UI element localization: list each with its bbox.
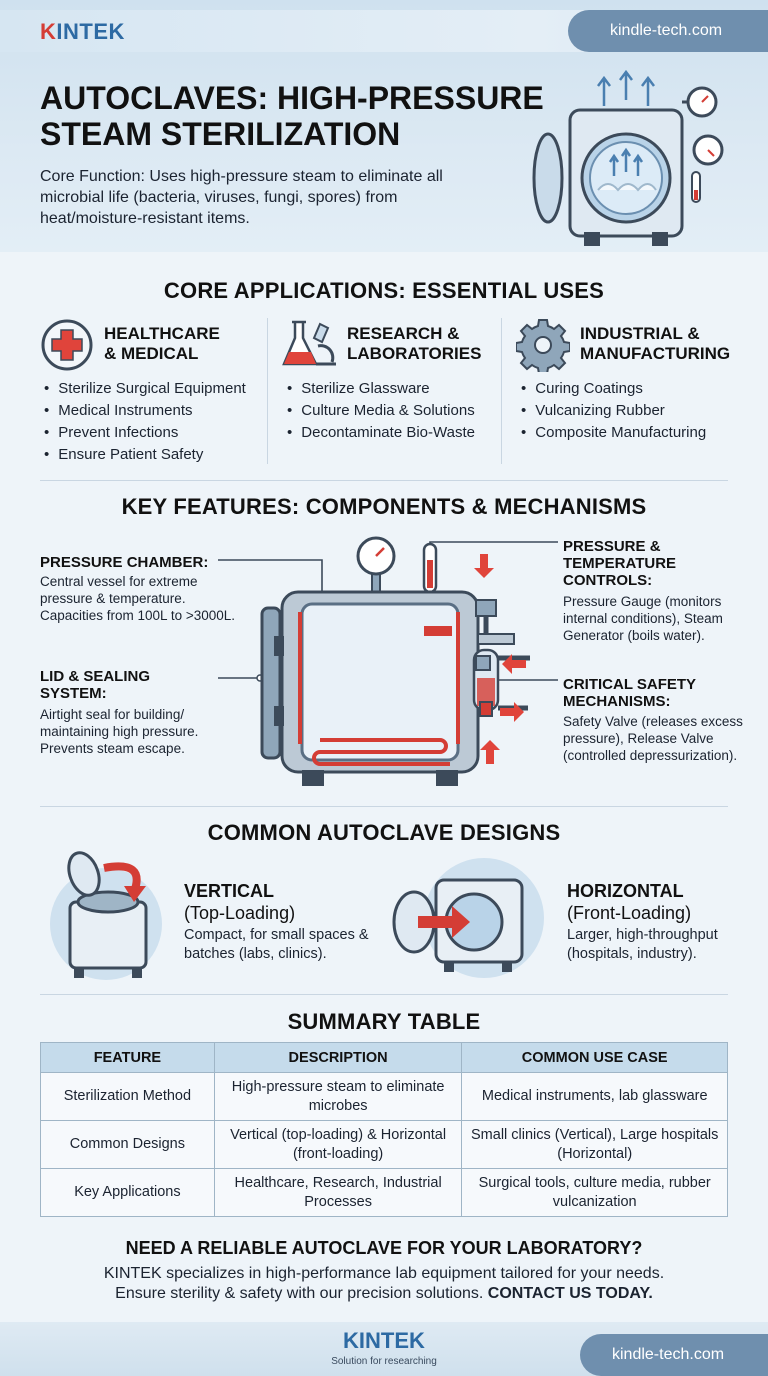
designs-title: COMMON AUTOCLAVE DESIGNS <box>207 820 561 845</box>
table-header: DESCRIPTION <box>213 1042 463 1073</box>
industrial-heading: INDUSTRIAL & MANUFACTURING <box>580 324 730 364</box>
safety-title: CRITICAL SAFETY MECHANISMS: <box>563 676 696 710</box>
horizontal-autoclave-icon <box>392 858 544 978</box>
vertical-name: VERTICAL <box>184 881 274 901</box>
features-title: KEY FEATURES: COMPONENTS & MECHANISMS <box>121 494 647 519</box>
gear-icon <box>516 319 570 372</box>
lid-sealing-title: LID & SEALING SYSTEM: <box>40 668 151 702</box>
table-row: Key Applications Healthcare, Research, I… <box>40 1168 728 1217</box>
table-cell: Medical instruments, lab glassware <box>461 1072 728 1121</box>
pressure-chamber-text: Central vessel for extreme pressure & te… <box>40 574 235 623</box>
list-item: Medical Instruments <box>44 400 246 422</box>
vertical-autoclave-icon <box>50 851 162 980</box>
safety-text: Safety Valve (releases excess pressure),… <box>563 714 743 763</box>
list-item: Vulcanizing Rubber <box>521 400 706 422</box>
table-cell: Healthcare, Research, Industrial Process… <box>213 1168 463 1217</box>
medical-cross-icon <box>41 319 93 371</box>
cta-line-2: Ensure sterility & safety with our preci… <box>115 1285 484 1302</box>
summary-title: SUMMARY TABLE <box>287 1009 481 1034</box>
table-cell: High-pressure steam to eliminate microbe… <box>213 1072 463 1121</box>
research-heading: RESEARCH & LABORATORIES <box>347 324 481 364</box>
vertical-subtitle: (Top-Loading) <box>184 903 296 923</box>
horizontal-title: HORIZONTAL (Front-Loading) <box>567 880 691 924</box>
section-divider <box>40 806 728 807</box>
site-link[interactable]: kindle-tech.com <box>568 10 768 52</box>
intro-text: Core Function: Uses high-pressure steam … <box>40 168 443 227</box>
vertical-title: VERTICAL (Top-Loading) <box>184 880 295 924</box>
list-item: Sterilize Surgical Equipment <box>44 378 246 400</box>
column-divider <box>501 318 502 464</box>
footer-tagline: Solution for researching <box>331 1356 437 1367</box>
pressure-chamber-title: PRESSURE CHAMBER: <box>40 554 209 571</box>
logo-k: K <box>40 19 57 44</box>
table-cell: Small clinics (Vertical), Large hospital… <box>461 1120 728 1169</box>
section-divider <box>40 994 728 995</box>
lab-flask-microscope-icon <box>282 320 336 366</box>
horizontal-text: Larger, high-throughput (hospitals, indu… <box>567 927 718 962</box>
healthcare-heading-line-1: HEALTHCARE <box>104 324 220 343</box>
table-cell: Surgical tools, culture media, rubber vu… <box>461 1168 728 1217</box>
controls-title: PRESSURE & TEMPERATURE CONTROLS: <box>563 538 677 589</box>
table-header: FEATURE <box>40 1042 215 1073</box>
research-list: Sterilize Glassware Culture Media & Solu… <box>287 378 475 444</box>
autoclave-hero-icon <box>532 69 724 246</box>
contact-link[interactable]: CONTACT US TODAY. <box>487 1285 653 1302</box>
table-cell: Sterilization Method <box>40 1072 215 1121</box>
list-item: Culture Media & Solutions <box>287 400 475 422</box>
footer-logo[interactable]: KINTEK <box>343 1328 425 1353</box>
list-item: Sterilize Glassware <box>287 378 475 400</box>
healthcare-list: Sterilize Surgical Equipment Medical Ins… <box>44 378 246 466</box>
cta-text: KINTEK specializes in high-performance l… <box>0 1264 768 1304</box>
column-divider <box>267 318 268 464</box>
title-line-2: STEAM STERILIZATION <box>40 116 401 152</box>
title-line-1: AUTOCLAVES: HIGH-PRESSURE <box>40 80 544 116</box>
industrial-heading-line-1: INDUSTRIAL & <box>580 324 700 343</box>
table-header-row: FEATURE DESCRIPTION COMMON USE CASE <box>40 1042 728 1073</box>
logo-rest: INTEK <box>56 19 125 44</box>
page-title: AUTOCLAVES: HIGH-PRESSURE STEAM STERILIZ… <box>40 80 560 152</box>
research-heading-line-1: RESEARCH & <box>347 324 460 343</box>
horizontal-name: HORIZONTAL <box>567 881 684 901</box>
list-item: Prevent Infections <box>44 422 246 444</box>
healthcare-heading: HEALTHCARE & MEDICAL <box>104 324 220 364</box>
list-item: Curing Coatings <box>521 378 706 400</box>
cta-line-1: KINTEK specializes in high-performance l… <box>103 1265 665 1282</box>
horizontal-subtitle: (Front-Loading) <box>567 903 692 923</box>
industrial-heading-line-2: MANUFACTURING <box>580 344 731 363</box>
table-cell: Key Applications <box>40 1168 215 1217</box>
list-item: Composite Manufacturing <box>521 422 706 444</box>
kintek-logo[interactable]: KINTEK <box>40 19 125 45</box>
cta-title: NEED A RELIABLE AUTOCLAVE FOR YOUR LABOR… <box>125 1238 643 1258</box>
list-item: Ensure Patient Safety <box>44 444 246 466</box>
industrial-list: Curing Coatings Vulcanizing Rubber Compo… <box>521 378 706 444</box>
controls-text: Pressure Gauge (monitors internal condit… <box>563 594 723 643</box>
research-heading-line-2: LABORATORIES <box>347 344 482 363</box>
applications-title: CORE APPLICATIONS: ESSENTIAL USES <box>163 278 605 303</box>
table-row: Common Designs Vertical (top-loading) & … <box>40 1120 728 1169</box>
table-header: COMMON USE CASE <box>461 1042 728 1073</box>
autoclave-diagram <box>218 536 558 786</box>
vertical-text: Compact, for small spaces & batches (lab… <box>184 927 369 962</box>
table-cell: Vertical (top-loading) & Horizontal (fro… <box>213 1120 463 1169</box>
table-row: Sterilization Method High-pressure steam… <box>40 1072 728 1121</box>
lid-sealing-text: Airtight seal for building/ maintaining … <box>40 707 199 756</box>
summary-table: FEATURE DESCRIPTION COMMON USE CASE Ster… <box>40 1042 728 1217</box>
healthcare-heading-line-2: & MEDICAL <box>104 344 199 363</box>
table-cell: Common Designs <box>40 1120 215 1169</box>
list-item: Decontaminate Bio-Waste <box>287 422 475 444</box>
section-divider <box>40 480 728 481</box>
footer-site-link[interactable]: kindle-tech.com <box>580 1334 768 1376</box>
